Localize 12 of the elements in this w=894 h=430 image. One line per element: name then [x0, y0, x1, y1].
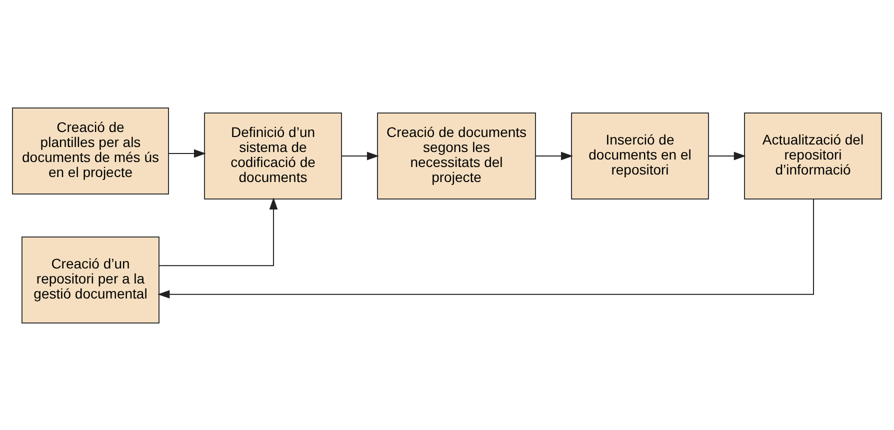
node-box: Creació d’un repositori per a la gestió documental — [22, 236, 160, 323]
node-box: Definició d’un sistema de codificació de documents — [204, 112, 342, 199]
node-box: Creació de plantilles per als documents de més ús en el projecte — [12, 107, 169, 194]
arrow — [708, 151, 746, 160]
arrow — [158, 198, 814, 298]
node-box: Actualització del repositori d’informació — [744, 112, 882, 199]
arrow — [158, 197, 278, 266]
arrow — [168, 148, 206, 158]
arrow — [341, 151, 379, 160]
arrow — [535, 151, 573, 160]
node-box: Inserció de documents en el repositori — [571, 112, 709, 199]
node-box: Creació de documents segons les necessitats del projecte — [377, 112, 536, 199]
